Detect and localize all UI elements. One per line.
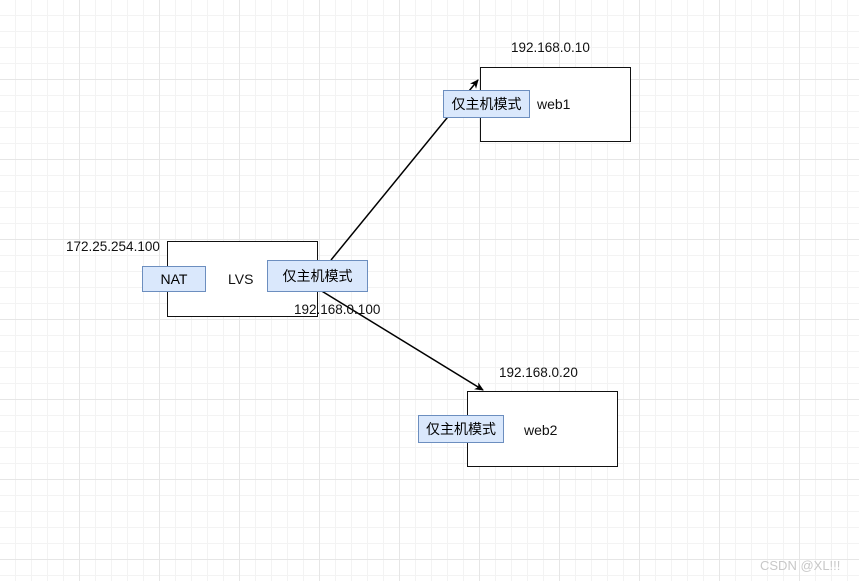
web1-host-only-tag[interactable]: 仅主机模式	[443, 90, 530, 118]
lvs-nat-tag[interactable]: NAT	[142, 266, 206, 292]
lvs-name: LVS	[228, 271, 254, 287]
lvs-host-only-tag[interactable]: 仅主机模式	[267, 260, 368, 292]
lvs-outer-ip-label: 172.25.254.100	[66, 239, 160, 254]
web2-ip-label: 192.168.0.20	[499, 365, 578, 380]
lvs-inner-ip-label: 192.168.0.100	[294, 302, 381, 317]
web1-name: web1	[537, 96, 571, 112]
edge-lvs-web2	[319, 289, 484, 391]
web2-name: web2	[524, 422, 558, 438]
web2-host-only-tag[interactable]: 仅主机模式	[418, 415, 504, 443]
watermark-text: CSDN @XL!!!	[760, 558, 841, 573]
web1-ip-label: 192.168.0.10	[511, 40, 590, 55]
